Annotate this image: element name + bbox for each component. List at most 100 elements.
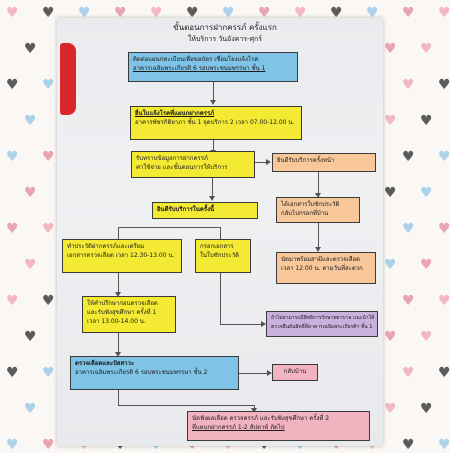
arrow-down-icon [315, 247, 321, 252]
step-text: รับทราบข้อมูลการฝากครรภ์ [136, 155, 208, 162]
arrow-down-icon [209, 196, 215, 201]
step-text: กรอกเอกสาร [200, 243, 234, 250]
heart-icon: ♥ [420, 257, 433, 273]
connector [118, 332, 119, 354]
heart-icon: ♥ [402, 365, 415, 381]
heart-icon: ♥ [402, 149, 415, 165]
heart-icon: ♥ [438, 365, 450, 381]
step-text: เวลา 13.00-14.00 น. [87, 318, 146, 325]
step-verify-rights: ถ้าไม่สามารถมีสิทธิการรักษาพยาบาล แนะนำใ… [266, 311, 378, 337]
step-text: นัดมาพร้อมสามีและตรวจเลือด [281, 256, 361, 263]
arrow-down-icon [115, 352, 121, 357]
heart-icon: ♥ [402, 5, 415, 21]
connector [220, 272, 221, 324]
step-fill-history-form: กรอกเอกสาร ในใบซักประวัติ [195, 239, 251, 273]
poster-title: ขั้นตอนการฝากครรภ์ ครั้งแรก [173, 23, 277, 32]
heart-icon: ♥ [150, 5, 163, 21]
heart-icon: ♥ [42, 365, 55, 381]
step-text: ติดต่อแผนกทะเบียนเพื่อขอบัตร เชื่อมโยงแจ… [133, 56, 259, 63]
step-text: ยินดีรับบริการในครั้งนี้ [157, 206, 215, 213]
heart-icon: ♥ [6, 293, 19, 309]
arrow-right-icon [261, 321, 266, 327]
step-text: ให้คำปรึกษาก่อนตรวจเลือด [87, 300, 158, 307]
heart-icon: ♥ [114, 5, 127, 21]
step-info-session: รับทราบข้อมูลการฝากครรภ์ ค่าใช้จ่าย และข… [131, 151, 255, 178]
step-counseling-session-1: ให้คำปรึกษาก่อนตรวจเลือด และรับฟังสุขศึก… [82, 296, 176, 333]
connector [118, 389, 119, 405]
heart-icon: ♥ [384, 113, 397, 129]
heart-icon: ♥ [402, 221, 415, 237]
step-text: อาคารพัชรกิติยาภา ชั้น 1 จุดบริการ 2 เวล… [135, 119, 295, 126]
heart-icon: ♥ [24, 257, 37, 273]
step-history-form-home: ได้เอกสารใบซักประวัติ กลับไปกรอกที่บ้าน [276, 197, 360, 223]
step-text: และรับฟังสุขศึกษา ครั้งที่ 1 [87, 309, 157, 316]
heart-icon: ♥ [438, 293, 450, 309]
heart-icon: ♥ [6, 77, 19, 93]
connector [318, 222, 319, 249]
heart-icon: ♥ [438, 77, 450, 93]
heart-icon: ♥ [42, 149, 55, 165]
connector [253, 162, 267, 163]
step-text: กลับบ้าน [283, 368, 307, 375]
step-text: ถ้าไม่สามารถมีสิทธิการรักษาพยาบาล แนะนำใ… [271, 315, 375, 321]
arrow-down-icon [115, 292, 121, 297]
step-prepare-blood-test: ทำประวัติฝากครรภ์และเตรียม เอกสารตรวจเลื… [62, 239, 182, 273]
heart-icon: ♥ [438, 149, 450, 165]
arrow-down-icon [315, 193, 321, 198]
step-text: ยินดีรับบริการครั้งหน้า [277, 157, 335, 164]
heart-icon: ♥ [384, 401, 397, 417]
heart-icon: ♥ [402, 437, 415, 453]
heart-icon: ♥ [402, 77, 415, 93]
arrow-right-icon [267, 370, 272, 376]
heart-icon: ♥ [402, 293, 415, 309]
connector [118, 272, 119, 294]
heart-icon: ♥ [438, 437, 450, 453]
step-text: ที่แผนกฝากครรภ์ 1-2 สัปดาห์ ถัดไป [192, 424, 285, 431]
step-text: ในใบซักประวัติ [200, 252, 239, 259]
step-go-home: กลับบ้าน [272, 364, 318, 381]
heart-icon: ♥ [384, 41, 397, 57]
step-text: ได้เอกสารใบซักประวัติ [281, 201, 340, 208]
heart-icon: ♥ [6, 5, 19, 21]
heart-icon: ♥ [24, 329, 37, 345]
heart-icon: ♥ [24, 185, 37, 201]
connector [318, 171, 319, 195]
connector [254, 405, 255, 410]
heart-icon: ♥ [330, 5, 343, 21]
heart-icon: ♥ [384, 185, 397, 201]
heart-icon: ♥ [24, 401, 37, 417]
heart-icon: ♥ [6, 365, 19, 381]
heart-icon: ♥ [24, 113, 37, 129]
connector [118, 227, 119, 239]
heart-icon: ♥ [42, 437, 55, 453]
step-text: ยื่นใบแจ้งโรคที่แผนกฝากครรภ์ [135, 110, 215, 117]
step-text: ทำประวัติฝากครรภ์และเตรียม [67, 243, 145, 250]
arrow-down-icon [251, 408, 257, 413]
step-service-today: ยินดีรับบริการในครั้งนี้ [152, 202, 258, 219]
heart-icon: ♥ [420, 401, 433, 417]
heart-icon: ♥ [420, 41, 433, 57]
arrow-right-icon [266, 159, 271, 165]
poster-subtitle: ให้บริการ วันอังคาร-ศุกร์ [187, 35, 263, 43]
heart-icon: ♥ [42, 293, 55, 309]
heart-icon: ♥ [438, 221, 450, 237]
connector [220, 324, 262, 325]
heart-icon: ♥ [366, 5, 379, 21]
step-text: นัดฟังผลเลือด ตรวจครรภ์ และรับฟังสุขศึกษ… [192, 415, 330, 422]
connector [213, 139, 214, 152]
heart-icon: ♥ [6, 437, 19, 453]
heart-icon: ♥ [420, 113, 433, 129]
step-text: กลับไปกรอกที่บ้าน [281, 210, 329, 217]
connector [220, 227, 221, 239]
heart-icon: ♥ [438, 5, 450, 21]
heart-icon: ♥ [42, 77, 55, 93]
heart-icon: ♥ [222, 5, 235, 21]
connector [212, 178, 213, 198]
step-text: เอกสารตรวจเลือด เวลา 12.30-13.00 น. [67, 252, 175, 259]
heart-icon: ♥ [42, 221, 55, 237]
connector [238, 373, 268, 374]
heart-icon: ♥ [6, 149, 19, 165]
red-clip [60, 43, 76, 115]
step-next-visit: ยินดีรับบริการครั้งหน้า [272, 153, 376, 172]
step-text: ค่าใช้จ่าย และขั้นตอนการให้บริการ [136, 164, 228, 171]
